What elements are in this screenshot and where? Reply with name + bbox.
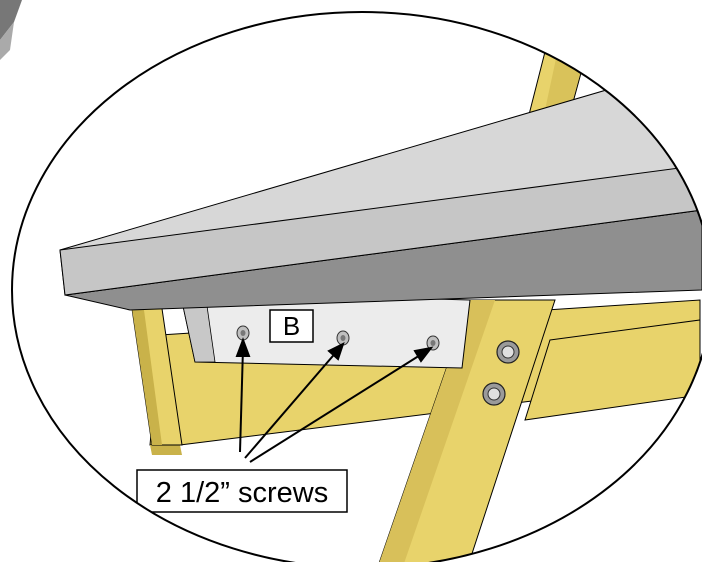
arrow-icon (235, 337, 251, 453)
screw-icon (426, 335, 440, 351)
screws-callout: 2 1/2” screws (136, 469, 348, 513)
part-b-label: B (283, 311, 300, 341)
bolt-head-icon (482, 382, 506, 406)
corner-fragment (0, 0, 22, 60)
screw-icon (236, 325, 250, 341)
screws-label: 2 1/2” screws (156, 477, 328, 509)
detail-frame (11, 11, 702, 562)
bolt-head-icon (496, 340, 520, 364)
part-b-callout: B (269, 309, 314, 343)
arrow-icon (244, 342, 345, 459)
arrow-icon (249, 346, 434, 463)
